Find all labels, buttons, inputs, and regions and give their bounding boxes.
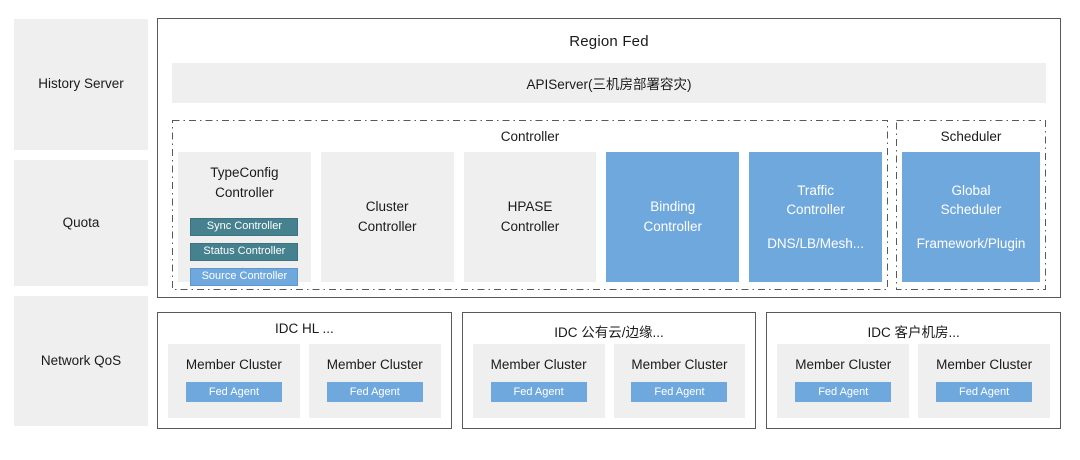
source-controller-box: Source Controller [190,268,299,286]
fed-agent-box: Fed Agent [185,382,282,402]
global-scheduler-title: Global Scheduler [940,182,1002,218]
binding-controller-label: Binding Controller [643,199,703,234]
typeconfig-controller-box: TypeConfig Controller Sync Controller St… [178,152,311,286]
fed-agent-box: Fed Agent [936,382,1033,402]
sidebar-item-label: History Server [38,76,124,92]
scheduler-boxes-row: Global Scheduler Framework/Plugin [902,152,1040,282]
sync-controller-box: Sync Controller [190,218,299,237]
member-cluster-label: Member Cluster [631,357,728,372]
apiserver-bar: APIServer(三机房部署容灾) [172,63,1046,103]
controller-group: Controller TypeConfig Controller Sync Co… [172,120,888,290]
member-cluster-label: Member Cluster [326,357,423,372]
scheduler-group: Scheduler Global Scheduler Framework/Plu… [896,120,1046,290]
hpase-controller-label: HPASE Controller [500,199,560,234]
member-cluster-label: Member Cluster [936,357,1033,372]
idc-box-public-cloud-edge: IDC 公有云/边缘... Member Cluster Fed Agent M… [461,312,757,429]
member-cluster-box: Member Cluster Fed Agent [168,344,300,418]
status-controller-box: Status Controller [190,243,299,261]
idc-title: IDC 公有云/边缘... [554,325,664,340]
idc-box-customer-room: IDC 客户机房... Member Cluster Fed Agent Mem… [766,312,1062,429]
member-cluster-box: Member Cluster Fed Agent [777,344,910,418]
idc-clusters: Member Cluster Fed Agent Member Cluster … [777,344,1051,418]
traffic-controller-label: Traffic Controller [786,182,845,218]
traffic-controller-box: Traffic Controller DNS/LB/Mesh... [749,152,882,282]
sidebar-item-network-qos: Network QoS [14,296,148,426]
fed-agent-box: Fed Agent [795,382,892,402]
controller-boxes-row: TypeConfig Controller Sync Controller St… [178,152,882,286]
global-scheduler-box: Global Scheduler Framework/Plugin [902,152,1040,282]
member-cluster-label: Member Cluster [185,357,282,372]
global-scheduler-subtitle: Framework/Plugin [916,235,1026,251]
idc-box-hl: IDC HL ... Member Cluster Fed Agent Memb… [157,312,452,429]
binding-controller-box: Binding Controller [606,152,740,282]
controller-scheduler-row: Controller TypeConfig Controller Sync Co… [172,120,1046,290]
cluster-controller-box: Cluster Controller [320,152,454,282]
sidebar-item-label: Quota [62,214,100,230]
sidebar: History Server Quota Network QoS [14,19,148,426]
controller-group-label: Controller [500,129,560,144]
sidebar-item-history-server: History Server [14,19,148,150]
idc-row: IDC HL ... Member Cluster Fed Agent Memb… [157,312,1062,429]
sidebar-item-label: Network QoS [40,352,122,368]
member-cluster-box: Member Cluster Fed Agent [308,344,441,418]
fed-agent-box: Fed Agent [631,382,728,402]
idc-clusters: Member Cluster Fed Agent Member Cluster … [168,344,441,418]
typeconfig-controller-title: TypeConfig Controller [210,165,279,200]
scheduler-group-label: Scheduler [940,129,1002,144]
idc-clusters: Member Cluster Fed Agent Member Cluster … [472,344,746,418]
sidebar-item-quota: Quota [14,160,148,286]
hpase-controller-box: HPASE Controller [463,152,597,282]
traffic-controller-sublabel: DNS/LB/Mesh... [767,235,864,251]
member-cluster-label: Member Cluster [490,357,587,372]
fed-agent-box: Fed Agent [326,382,423,402]
member-cluster-box: Member Cluster Fed Agent [918,344,1051,418]
member-cluster-label: Member Cluster [795,357,892,372]
fed-agent-box: Fed Agent [490,382,587,402]
idc-title: IDC HL ... [274,321,334,336]
cluster-controller-label: Cluster Controller [357,199,417,234]
member-cluster-box: Member Cluster Fed Agent [472,344,605,418]
region-fed-box: Region Fed APIServer(三机房部署容灾) Controller… [157,18,1061,298]
apiserver-label: APIServer(三机房部署容灾) [526,77,692,92]
region-fed-title: Region Fed [569,33,649,50]
member-cluster-box: Member Cluster Fed Agent [613,344,746,418]
idc-title: IDC 客户机房... [867,325,960,340]
